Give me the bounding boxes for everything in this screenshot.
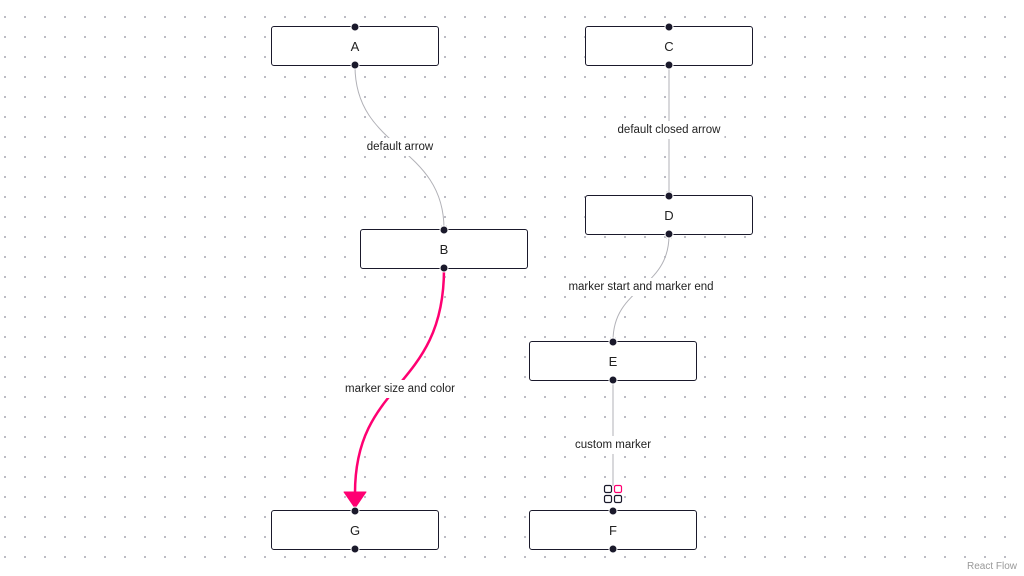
node-g-source-handle[interactable] xyxy=(350,544,360,554)
node-f-target-handle[interactable] xyxy=(608,506,618,516)
node-b[interactable]: B xyxy=(360,225,528,273)
edge-label-e-f[interactable]: custom marker xyxy=(570,436,656,454)
node-a-label: A xyxy=(350,38,360,54)
node-b-source-handle[interactable] xyxy=(439,263,449,273)
node-f-label: F xyxy=(609,522,617,538)
edge-label-c-d[interactable]: default closed arrow xyxy=(613,121,725,139)
node-c-source-handle[interactable] xyxy=(664,60,674,70)
custom-marker-icon xyxy=(603,484,623,504)
node-f-source-handle[interactable] xyxy=(608,544,618,554)
node-a-source-handle[interactable] xyxy=(350,60,360,70)
node-d[interactable]: D xyxy=(585,191,753,239)
edge-label-b-g[interactable]: marker size and color xyxy=(341,380,459,398)
edge-label-d-e[interactable]: marker start and marker end xyxy=(564,278,718,296)
node-e[interactable]: E xyxy=(529,337,697,385)
node-c[interactable]: C xyxy=(585,22,753,70)
node-b-target-handle[interactable] xyxy=(439,225,449,235)
node-g-label: G xyxy=(349,522,361,538)
node-e-target-handle[interactable] xyxy=(608,337,618,347)
node-a[interactable]: A xyxy=(271,22,439,70)
react-flow-attribution-link[interactable]: React Flow xyxy=(963,559,1020,574)
node-e-label: E xyxy=(608,353,618,369)
node-a-target-handle[interactable] xyxy=(350,22,360,32)
node-b-label: B xyxy=(439,241,449,257)
node-g-target-handle[interactable] xyxy=(350,506,360,516)
node-d-target-handle[interactable] xyxy=(664,191,674,201)
node-c-target-handle[interactable] xyxy=(664,22,674,32)
node-c-label: C xyxy=(664,38,674,54)
node-d-label: D xyxy=(664,207,674,223)
node-f[interactable]: F xyxy=(529,506,697,554)
node-e-source-handle[interactable] xyxy=(608,375,618,385)
node-g[interactable]: G xyxy=(271,506,439,554)
edge-label-a-b[interactable]: default arrow xyxy=(362,138,438,156)
node-d-source-handle[interactable] xyxy=(664,229,674,239)
